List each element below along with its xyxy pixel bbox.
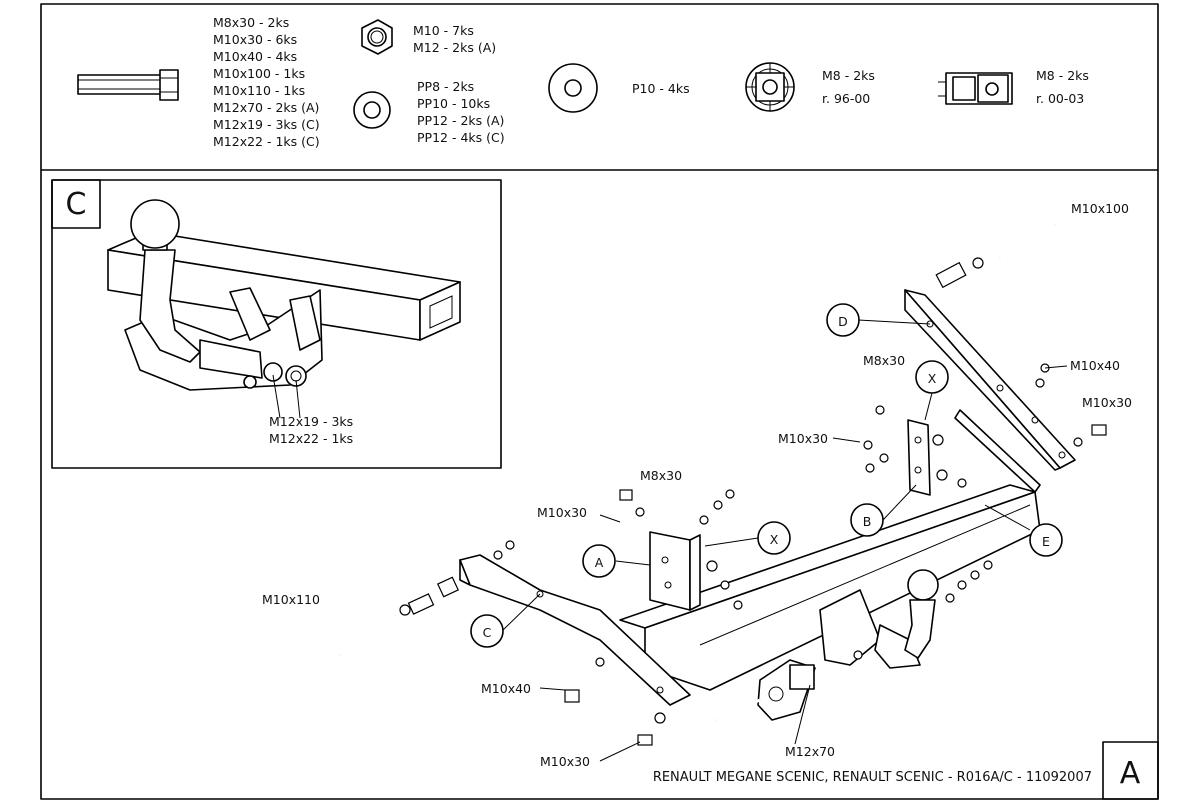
bolt-spec: M10x40 - 4ks [213,49,297,64]
label-m10x40-right: M10x40 [1070,358,1120,373]
washer-spec: PP12 - 4ks (C) [417,130,505,145]
bolt-spec: M10x110 - 1ks [213,83,305,98]
bolt-list: M8x30 - 2ks M10x30 - 6ks M10x40 - 4ks M1… [213,15,320,149]
callout-c: C [470,614,504,648]
cage-nut-spec: M8 - 2ks [822,68,875,83]
callout-x-lower: X [757,521,791,555]
callout-c-label: C [483,625,492,640]
callout-d: D [826,303,860,337]
washer-icon [353,91,391,129]
bolt-spec: M12x19 - 3ks (C) [213,117,320,132]
callout-x-lower-label: X [770,532,779,547]
label-m10x30-lower: M10x30 [540,754,590,769]
label-m10x110: M10x110 [262,592,320,607]
inset-bolt-spec: M12x22 - 1ks [269,431,353,446]
fasteners [339,223,1107,746]
large-washer-icon [548,63,598,113]
nut-spec: M12 - 2ks (A) [413,40,496,55]
label-m12x70: M12x70 [785,744,835,759]
bolt-spec: M12x70 - 2ks (A) [213,100,319,115]
inset-frame [51,179,502,469]
bolt-icon [77,69,179,101]
label-m8x30-upper: M8x30 [863,353,905,368]
callout-x-upper-label: X [928,371,937,386]
callout-a-label: A [595,555,604,570]
bolt-spec: M10x100 - 1ks [213,66,305,81]
callout-x-upper: X [915,360,949,394]
label-m8x30-mid: M8x30 [640,468,682,483]
inset-bolt-spec: M12x19 - 3ks [269,414,353,429]
callout-d-label: D [838,314,848,329]
bolt-spec: M12x22 - 1ks (C) [213,134,320,149]
tow-ball-assembly [757,569,939,721]
sheet-letter-box [1102,741,1159,800]
callout-b-label: B [863,514,872,529]
bolt-spec: M8x30 - 2ks [213,15,289,30]
crossbar-e [619,409,1041,691]
cage-nut-year: r. 96-00 [822,91,870,106]
label-m10x40-lower: M10x40 [481,681,531,696]
bracket-c [459,554,691,706]
bracket-d [904,289,1076,471]
inset-c-drawing [107,199,461,419]
bolt-spec: M10x30 - 6ks [213,32,297,47]
washer-spec: PP10 - 10ks [417,96,490,111]
washer-spec: PP8 - 2ks [417,79,474,94]
inset-letter-box [51,179,101,229]
clip-year: r. 00-03 [1036,91,1084,106]
inset-letter: C [66,187,87,222]
leader-lines [501,319,1068,762]
callout-a: A [582,544,616,578]
cage-clip-icon [938,72,1013,105]
label-m10x30-right: M10x30 [1082,395,1132,410]
label-m10x30-mid: M10x30 [537,505,587,520]
footer-caption: RENAULT MEGANE SCENIC, RENAULT SCENIC - … [653,770,1092,785]
label-m10x30-upper: M10x30 [778,431,828,446]
nut-spec: M10 - 7ks [413,23,474,38]
clip-spec: M8 - 2ks [1036,68,1089,83]
callout-e: E [1029,523,1063,557]
outer-frame [40,3,1159,800]
bracket-a [649,531,701,611]
washer-spec: PP12 - 2ks (A) [417,113,504,128]
label-m10x100: M10x100 [1071,201,1129,216]
nut-icon [361,19,393,55]
callout-b: B [850,503,884,537]
cage-nut-icon [745,62,795,112]
callout-e-label: E [1042,534,1050,549]
bracket-b [907,419,931,496]
large-washer-spec: P10 - 4ks [632,81,690,96]
sheet-letter: A [1120,756,1141,791]
